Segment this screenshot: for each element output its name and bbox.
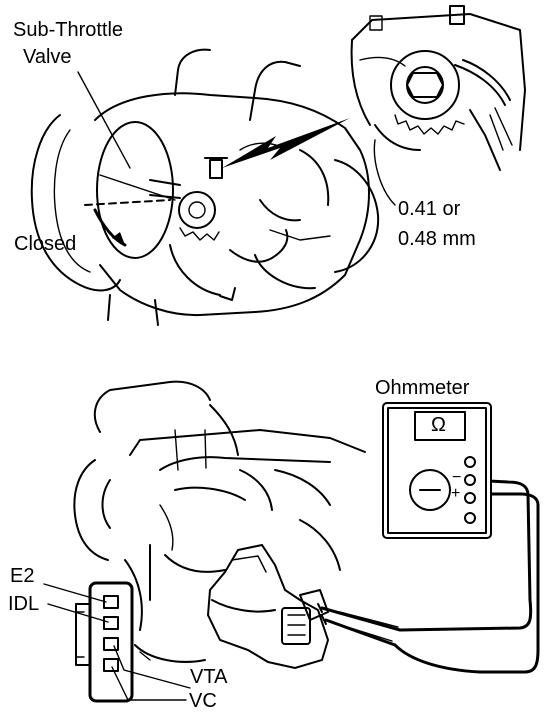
inset-pointer-arrow bbox=[222, 118, 350, 168]
connector-icon bbox=[43, 581, 191, 703]
sub-throttle-leader bbox=[77, 71, 131, 169]
e2-label: E2 bbox=[10, 565, 35, 587]
engine-bottom bbox=[73, 380, 366, 663]
vta-label: VTA bbox=[190, 666, 228, 688]
closed-label: Closed bbox=[14, 233, 77, 255]
throttle-body-top bbox=[30, 48, 380, 326]
throttle-position-sensor bbox=[206, 543, 330, 670]
sub-throttle-label-line2: Valve bbox=[23, 46, 72, 68]
ohm-symbol: Ω bbox=[431, 414, 446, 436]
ohmmeter-label: Ohmmeter bbox=[375, 377, 470, 399]
idl-label: IDL bbox=[8, 593, 40, 615]
minus-terminal-label: − bbox=[452, 469, 462, 486]
gap-label-line1: 0.41 or bbox=[398, 198, 461, 220]
sub-throttle-valve-disk bbox=[96, 121, 174, 259]
sub-throttle-label-line1: Sub-Throttle bbox=[13, 19, 124, 41]
gap-label-line2: 0.48 mm bbox=[398, 228, 476, 250]
inset-detail bbox=[350, 5, 526, 171]
vc-label: VC bbox=[189, 690, 217, 712]
plus-terminal-label: + bbox=[451, 485, 461, 502]
gap-leader bbox=[373, 139, 396, 206]
test-probes bbox=[317, 478, 540, 674]
ohmmeter-icon bbox=[382, 402, 492, 539]
